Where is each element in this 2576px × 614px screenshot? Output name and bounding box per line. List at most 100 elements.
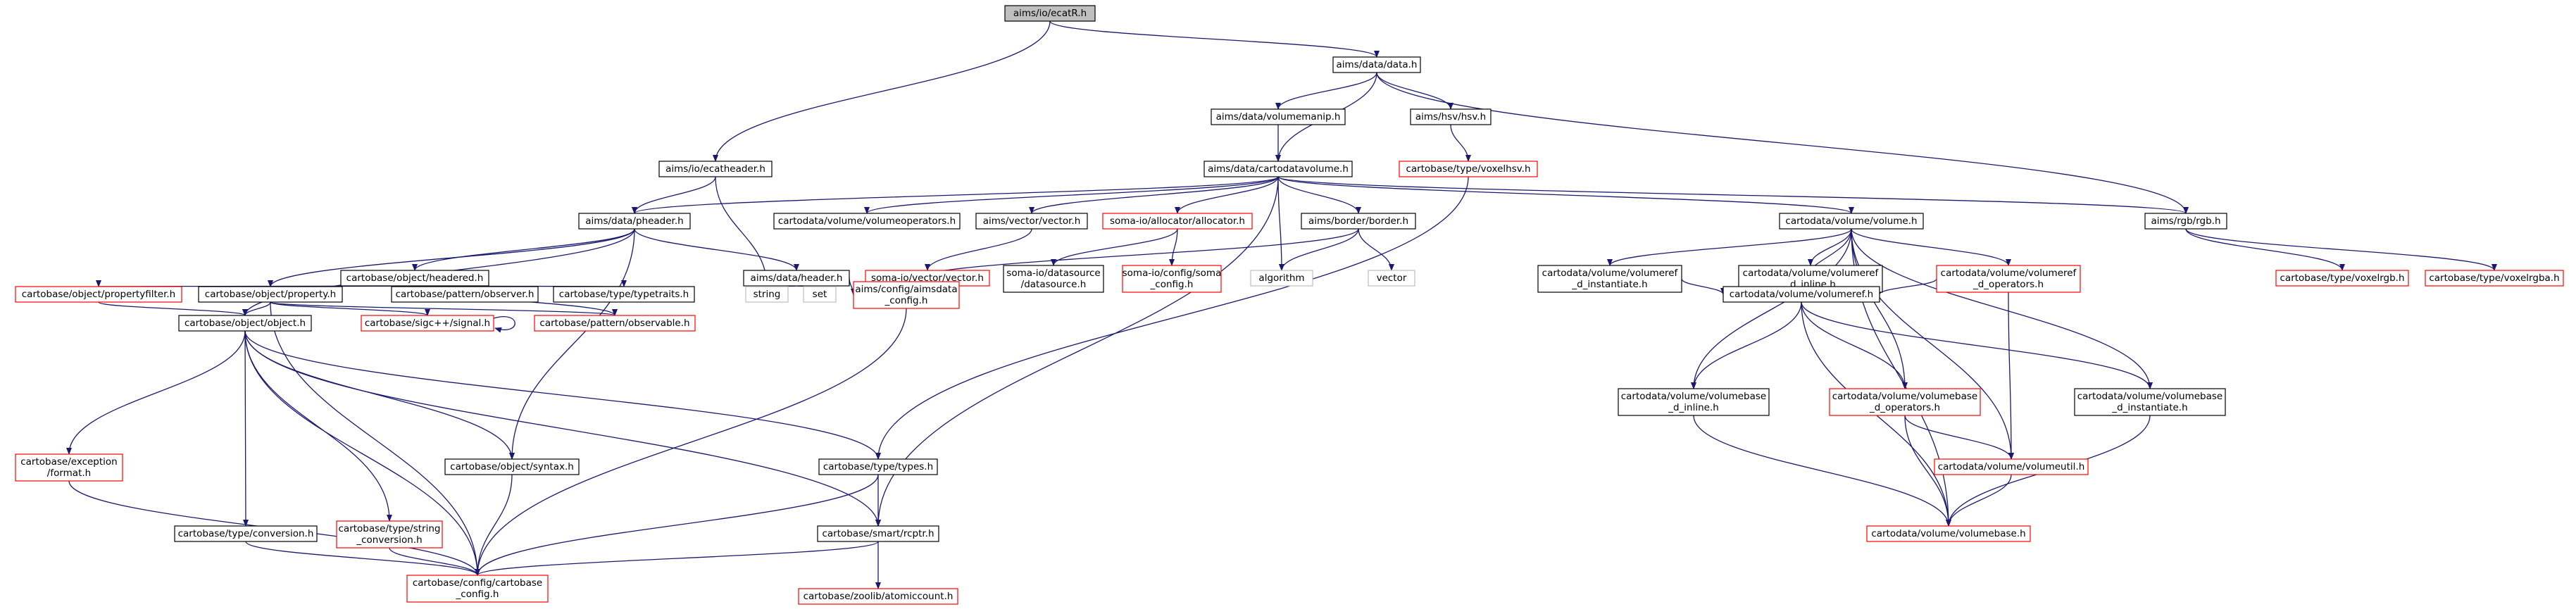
node-rcptr[interactable]: cartobase/smart/rcptr.h: [817, 525, 939, 542]
node-property[interactable]: cartobase/object/property.h: [198, 286, 343, 303]
edge-cartodatavolume-to-allocator: [1175, 176, 1279, 214]
node-label: aims/vector/vector.h: [983, 215, 1081, 227]
edge-stringconversion-to-cartobaseconfig: [389, 547, 480, 576]
node-vectorstd[interactable]: vector: [1368, 270, 1415, 287]
node-box: [1618, 388, 1770, 416]
node-label: cartobase/object/syntax.h: [450, 461, 574, 472]
node-label: cartobase/object/object.h: [185, 318, 306, 329]
node-volumebase_d_ops[interactable]: cartodata/volume/volumebase_d_operators.…: [1829, 388, 1981, 416]
node-label: cartobase/type/types.h: [823, 461, 933, 472]
node-box: [391, 286, 539, 303]
node-volumebase_d_inst[interactable]: cartodata/volume/volumebase_d_instantiat…: [2074, 388, 2226, 416]
node-data[interactable]: aims/data/data.h: [1332, 56, 1421, 73]
node-label: aims/io/ecatheader.h: [665, 163, 765, 175]
edge-pheader-to-syntax: [509, 228, 635, 460]
edge-ecatR-to-data: [1049, 20, 1380, 58]
edge-border-to-vectorstd: [1358, 228, 1394, 271]
node-stringconversion[interactable]: cartobase/type/string_conversion.h: [336, 520, 443, 549]
node-label: _d_inline.h: [1668, 402, 1719, 413]
node-cartodatavolume[interactable]: aims/data/cartodatavolume.h: [1203, 161, 1353, 177]
node-box: [1004, 5, 1096, 22]
node-box: [2275, 270, 2409, 287]
node-box: [178, 315, 312, 332]
node-somaconfig[interactable]: soma-io/config/soma_config.h: [1122, 265, 1222, 293]
node-pheader[interactable]: aims/data/pheader.h: [578, 213, 691, 230]
node-volumemanip[interactable]: aims/data/volumemanip.h: [1211, 108, 1346, 125]
nodes-layer: aims/io/ecatR.h aims/data/data.h aims/io/e…: [15, 5, 2564, 605]
node-volume[interactable]: cartodata/volume/volume.h: [1779, 213, 1924, 230]
edge-volume-to-volumeutil: [1851, 228, 2014, 460]
node-box: [198, 286, 343, 303]
node-volumebase_d_inline[interactable]: cartodata/volume/volumebase_d_inline.h: [1618, 388, 1770, 416]
node-hsv[interactable]: aims/hsv/hsv.h: [1410, 108, 1492, 125]
node-volumeoperators[interactable]: cartodata/volume/volumeoperators.h: [773, 213, 961, 230]
node-box: [803, 286, 837, 303]
edge-object-to-conversion: [242, 330, 249, 527]
node-label: aims/data/pheader.h: [585, 215, 683, 227]
node-label: set: [813, 289, 827, 300]
node-allocator[interactable]: soma-io/allocator/allocator.h: [1102, 213, 1253, 230]
node-object[interactable]: cartobase/object/object.h: [178, 315, 312, 332]
node-observer[interactable]: cartobase/pattern/observer.h: [391, 286, 539, 303]
edge-volumeref_d_ops-to-volumeref: [1877, 278, 1937, 295]
node-header[interactable]: aims/data/header.h: [743, 270, 850, 287]
edge-vector-to-vectorsoma: [925, 228, 1032, 271]
node-algorithm[interactable]: algorithm: [1250, 270, 1313, 287]
node-box: [578, 213, 691, 230]
edge-object-to-cartobaseconfig: [244, 330, 480, 576]
node-voxelhsv[interactable]: cartobase/type/voxelhsv.h: [1399, 161, 1538, 177]
node-box: [1936, 265, 2081, 293]
node-box: [1934, 458, 2089, 475]
node-label: cartodata/volume/volumebase.h: [1871, 528, 2025, 539]
node-label: cartobase/type/typetraits.h: [559, 289, 689, 300]
node-datasource[interactable]: soma-io/datasource/datasource.h: [1003, 265, 1104, 293]
edge-volumebase_d_ops-to-volumebase: [1904, 415, 1951, 527]
node-cartobaseconfig[interactable]: cartobase/config/cartobase_config.h: [406, 575, 549, 603]
node-exceptionformat[interactable]: cartobase/exception/format.h: [15, 453, 123, 482]
edge-allocator-to-somaconfig: [1169, 228, 1178, 266]
node-propertyfilter[interactable]: cartobase/object/propertyfilter.h: [15, 286, 182, 303]
node-vector[interactable]: aims/vector/vector.h: [975, 213, 1088, 230]
node-volumeref[interactable]: cartodata/volume/volumeref.h: [1722, 286, 1880, 303]
node-syntax[interactable]: cartobase/object/syntax.h: [444, 458, 580, 475]
node-box: [2144, 213, 2227, 230]
node-box: [818, 458, 938, 475]
node-ecatR[interactable]: aims/io/ecatR.h: [1004, 5, 1096, 22]
node-label: soma-io/allocator/allocator.h: [1110, 215, 1245, 227]
node-box: [1250, 270, 1313, 287]
node-conversion[interactable]: cartobase/type/conversion.h: [174, 525, 318, 542]
node-typetraits[interactable]: cartobase/type/typetraits.h: [553, 286, 695, 303]
node-border[interactable]: aims/border/border.h: [1301, 213, 1416, 230]
edge-property-to-cartobaseconfig: [270, 301, 480, 576]
edge-volumeref_d_ops-to-volumeutil: [2008, 292, 2014, 460]
edge-cartodatavolume-to-vector: [1029, 176, 1279, 214]
node-sigc[interactable]: cartobase/sigc++/signal.h: [361, 315, 494, 332]
edge-syntax-to-cartobaseconfig: [475, 474, 513, 576]
node-observable[interactable]: cartobase/pattern/observable.h: [534, 315, 696, 332]
node-volumeref_d_inst[interactable]: cartodata/volume/volumeref_d_instantiate…: [1537, 265, 1682, 293]
node-volumebase[interactable]: cartodata/volume/volumebase.h: [1866, 525, 2031, 542]
edge-cartodatavolume-to-border: [1277, 176, 1361, 214]
node-rgb[interactable]: aims/rgb/rgb.h: [2144, 213, 2227, 230]
node-stringstd[interactable]: string: [745, 286, 789, 303]
node-box: [2074, 388, 2226, 416]
node-voxelrgba[interactable]: cartobase/type/voxelrgba.h: [2425, 270, 2564, 287]
node-volumeutil[interactable]: cartodata/volume/volumeutil.h: [1934, 458, 2089, 475]
node-headered[interactable]: cartobase/object/headered.h: [340, 270, 489, 287]
node-label: cartobase/type/conversion.h: [178, 528, 314, 539]
node-setstd[interactable]: set: [803, 286, 837, 303]
edge-types-to-cartobaseconfig: [475, 474, 879, 576]
node-atomiccount[interactable]: cartobase/zoolib/atomiccount.h: [798, 588, 958, 605]
node-volumeref_d_ops[interactable]: cartodata/volume/volumeref_d_operators.h: [1936, 265, 2081, 293]
node-box: [1211, 108, 1346, 125]
node-label: cartobase/config/cartobase: [413, 577, 542, 589]
node-box: [745, 286, 789, 303]
node-ecatheader[interactable]: aims/io/ecatheader.h: [658, 161, 773, 177]
node-voxelrgb[interactable]: cartobase/type/voxelrgb.h: [2275, 270, 2409, 287]
node-box: [2425, 270, 2564, 287]
node-label: vector: [1377, 272, 1407, 284]
node-types[interactable]: cartobase/type/types.h: [818, 458, 938, 475]
node-label: aims/data/data.h: [1337, 59, 1418, 70]
node-aimsdataconfig[interactable]: aims/config/aimsdata_config.h: [853, 281, 960, 309]
node-label: algorithm: [1258, 272, 1304, 284]
